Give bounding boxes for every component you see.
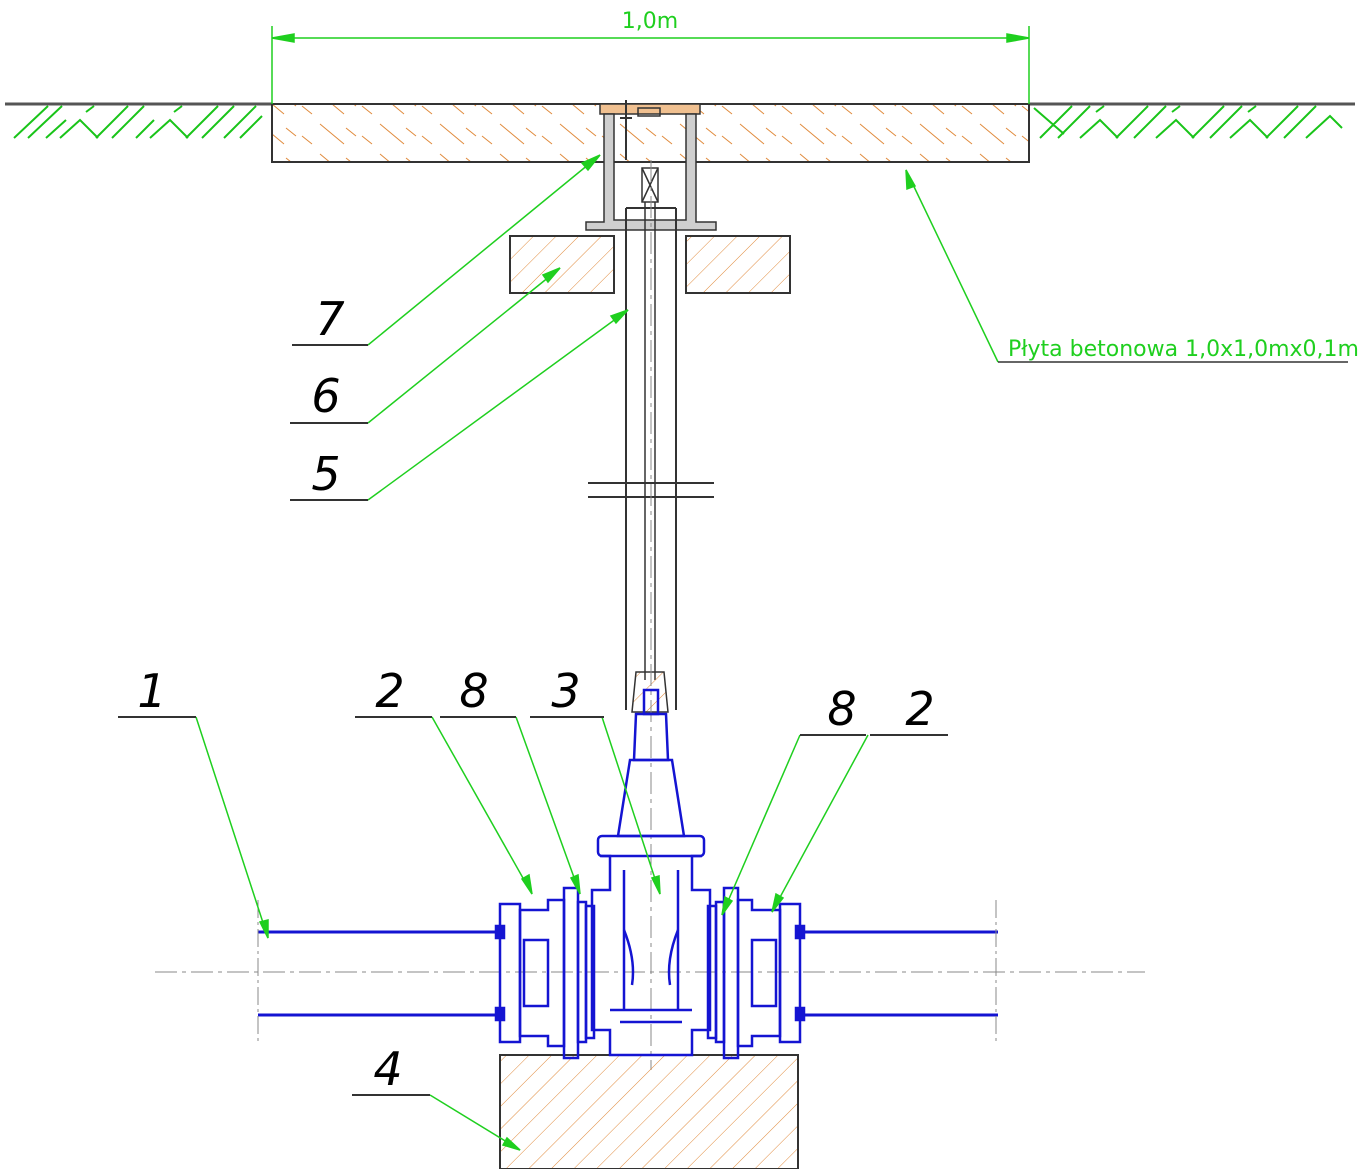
pipe-icon (258, 930, 998, 1017)
callout-5: 5 (311, 447, 340, 501)
callout-4: 4 (373, 1042, 402, 1096)
callout-3: 3 (551, 664, 580, 718)
gate-valve-icon (494, 688, 806, 1060)
callout-underlines (118, 344, 948, 1096)
support-block-right (685, 235, 791, 294)
soil-hatch-icon (13, 105, 263, 139)
dimension-line (271, 26, 1030, 104)
pipe-break-lines (257, 900, 997, 1045)
support-block-left (509, 235, 615, 294)
dimension-label: 1,0m (622, 9, 678, 34)
extension-spindle (631, 167, 669, 713)
surface-box (585, 100, 717, 231)
foundation-block (499, 1054, 799, 1169)
callout-2-left: 2 (375, 664, 404, 718)
callout-8-left: 8 (459, 664, 488, 718)
callout-7: 7 (315, 292, 344, 346)
callout-2-right: 2 (905, 682, 934, 736)
leader-lines (195, 154, 1348, 1151)
callout-8-right: 8 (827, 682, 856, 736)
callout-6: 6 (311, 369, 340, 423)
callout-1: 1 (137, 664, 166, 718)
soil-hatch-icon (1033, 105, 1343, 139)
slab-note: Płyta betonowa 1,0x1,0mx0,1m (1008, 337, 1359, 362)
